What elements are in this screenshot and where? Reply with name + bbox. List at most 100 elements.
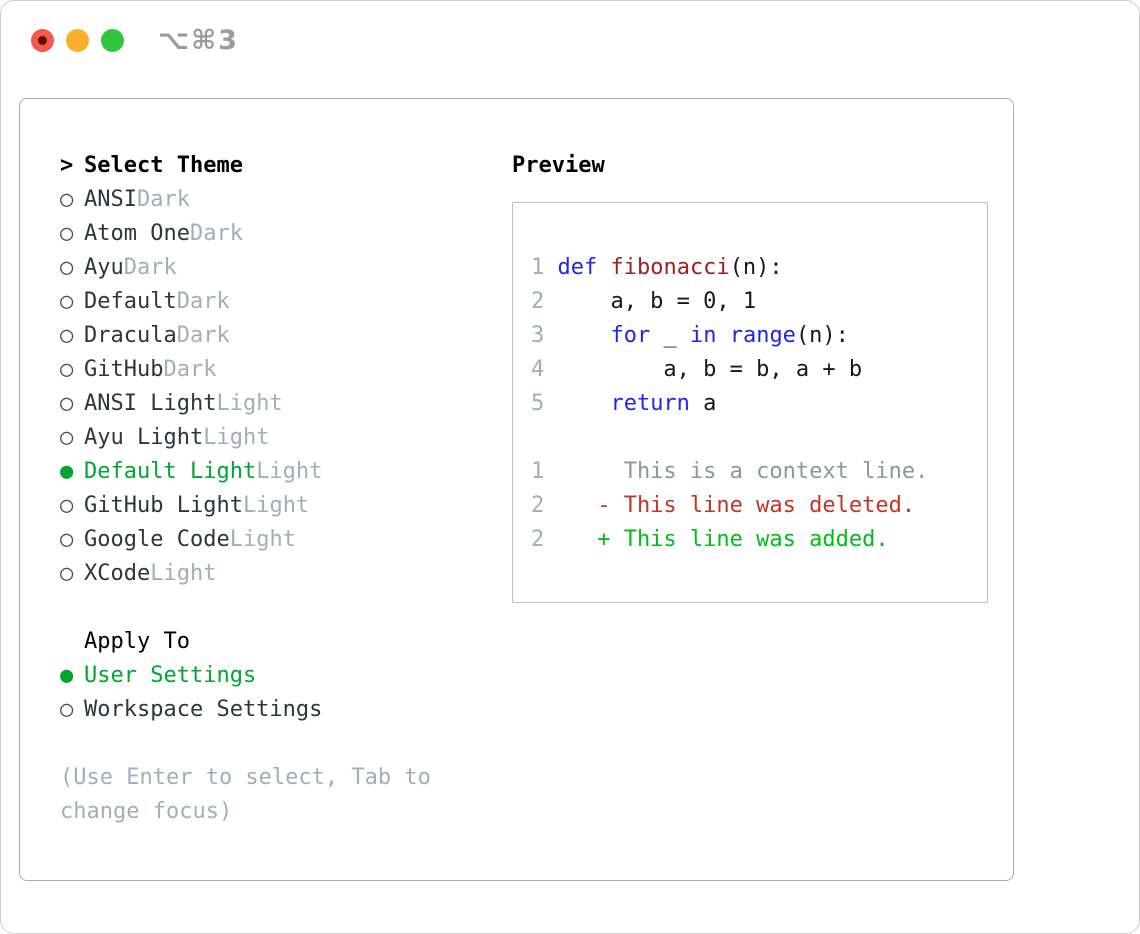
code-line: 2 a, b = 0, 1 [531,285,987,319]
theme-variant: Light [216,391,283,416]
main-panel: > Select Theme ○ ANSI Dark ○ Atom One Da… [19,98,1014,881]
radio-icon: ○ [60,323,74,348]
prompt-icon: > [60,153,74,178]
theme-item[interactable]: ○ Ayu Dark [60,251,512,285]
radio-icon: ○ [60,357,74,382]
code-line: 5 return a [531,387,987,421]
theme-item[interactable]: ○ Ayu Light Light [60,421,512,455]
theme-variant: Dark [123,255,177,280]
theme-variant: Dark [163,357,217,382]
radio-icon: ○ [60,697,74,722]
theme-name: GitHub [84,357,164,382]
theme-variant: Light [242,493,310,518]
code-token [557,391,610,416]
radio-icon: ○ [60,391,74,416]
theme-item[interactable]: ○ GitHub Light Light [60,489,512,523]
code-token [716,323,729,348]
preview-title: Preview [512,153,605,178]
radio-icon: ○ [60,187,74,212]
theme-variant: Light [229,527,296,552]
apply-option-label: User Settings [84,663,257,688]
radio-selected-icon: ● [60,459,74,484]
theme-item[interactable]: ○ Google Code Light [60,523,512,557]
apply-option[interactable]: ● User Settings [60,659,512,693]
radio-icon: ○ [60,425,74,450]
code-line [531,421,987,455]
code-line: 2 - This line was deleted. [531,489,987,523]
code-token: (n): [729,255,783,280]
spacer [60,625,84,659]
theme-list: ○ ANSI Dark ○ Atom One Dark ○ Ayu Dark ○… [60,183,512,591]
window-title: ⌥⌘3 [158,24,239,56]
code-token: a, b = 0, 1 [557,289,757,314]
apply-option[interactable]: ○ Workspace Settings [60,693,512,727]
theme-name: Google Code [84,527,230,552]
apply-to-list: ● User Settings ○ Workspace Settings [60,659,512,727]
apply-to-title: Apply To [84,629,190,654]
code-token: a, b = b, a + b [557,357,863,382]
theme-item[interactable]: ○ ANSI Dark [60,183,512,217]
theme-item[interactable]: ○ XCode Light [60,557,512,591]
radio-icon: ○ [60,561,74,586]
theme-name: ANSI [84,187,137,212]
radio-icon: ○ [60,493,74,518]
code-token: a [689,391,717,416]
line-number: 1 [531,459,545,484]
theme-item[interactable]: ○ Atom One Dark [60,217,512,251]
theme-name: Dracula [84,323,177,348]
code-token: (n): [795,323,849,348]
theme-item[interactable]: ● Default Light Light [60,455,512,489]
theme-variant: Dark [189,221,243,246]
close-button[interactable] [31,28,54,52]
code-line: 1 This is a context line. [531,455,987,489]
line-number: 3 [531,323,545,348]
theme-variant: Light [150,561,217,586]
theme-name: Default Light [84,459,257,484]
code-line: 4 a, b = b, a + b [531,353,987,387]
apply-to-header-row: Apply To [60,625,512,659]
hint-line: change focus) [60,799,233,824]
theme-picker-column: > Select Theme ○ ANSI Dark ○ Atom One Da… [60,149,512,880]
code-token: _ [650,323,690,348]
hint-line: (Use Enter to select, Tab to [60,765,431,790]
code-token: for [610,323,651,348]
line-number: 1 [531,255,545,280]
theme-name: Atom One [84,221,190,246]
line-number: 4 [531,357,545,382]
theme-name: ANSI Light [84,391,217,416]
minimize-button[interactable] [66,28,89,52]
theme-name: GitHub Light [84,493,243,518]
code-token: def [557,255,598,280]
theme-variant: Dark [176,323,230,348]
radio-icon: ○ [60,221,74,246]
line-number: 5 [531,391,545,416]
theme-item[interactable]: ○ ANSI Light Light [60,387,512,421]
theme-variant: Light [256,459,323,484]
keyboard-hint: (Use Enter to select, Tab to change focu… [60,761,512,829]
theme-item[interactable]: ○ GitHub Dark [60,353,512,387]
radio-icon: ○ [60,255,74,280]
line-number: 2 [531,493,545,518]
line-number: 2 [531,289,545,314]
theme-name: Ayu Light [84,425,204,450]
theme-variant: Light [203,425,270,450]
apply-option-label: Workspace Settings [84,697,323,722]
zoom-button[interactable] [101,28,124,52]
theme-item[interactable]: ○ Default Dark [60,285,512,319]
radio-icon: ○ [60,289,74,314]
code-token: in [689,323,717,348]
theme-name: XCode [84,561,151,586]
theme-variant: Dark [136,187,190,212]
code-token: range [729,323,796,348]
radio-selected-icon: ● [60,663,74,688]
code-line: 2 + This line was added. [531,523,987,557]
code-token [597,255,610,280]
code-line: 3 for _ in range(n): [531,319,987,353]
title-bar: ⌥⌘3 [31,25,239,56]
theme-item[interactable]: ○ Dracula Dark [60,319,512,353]
select-theme-title: Select Theme [84,153,243,178]
